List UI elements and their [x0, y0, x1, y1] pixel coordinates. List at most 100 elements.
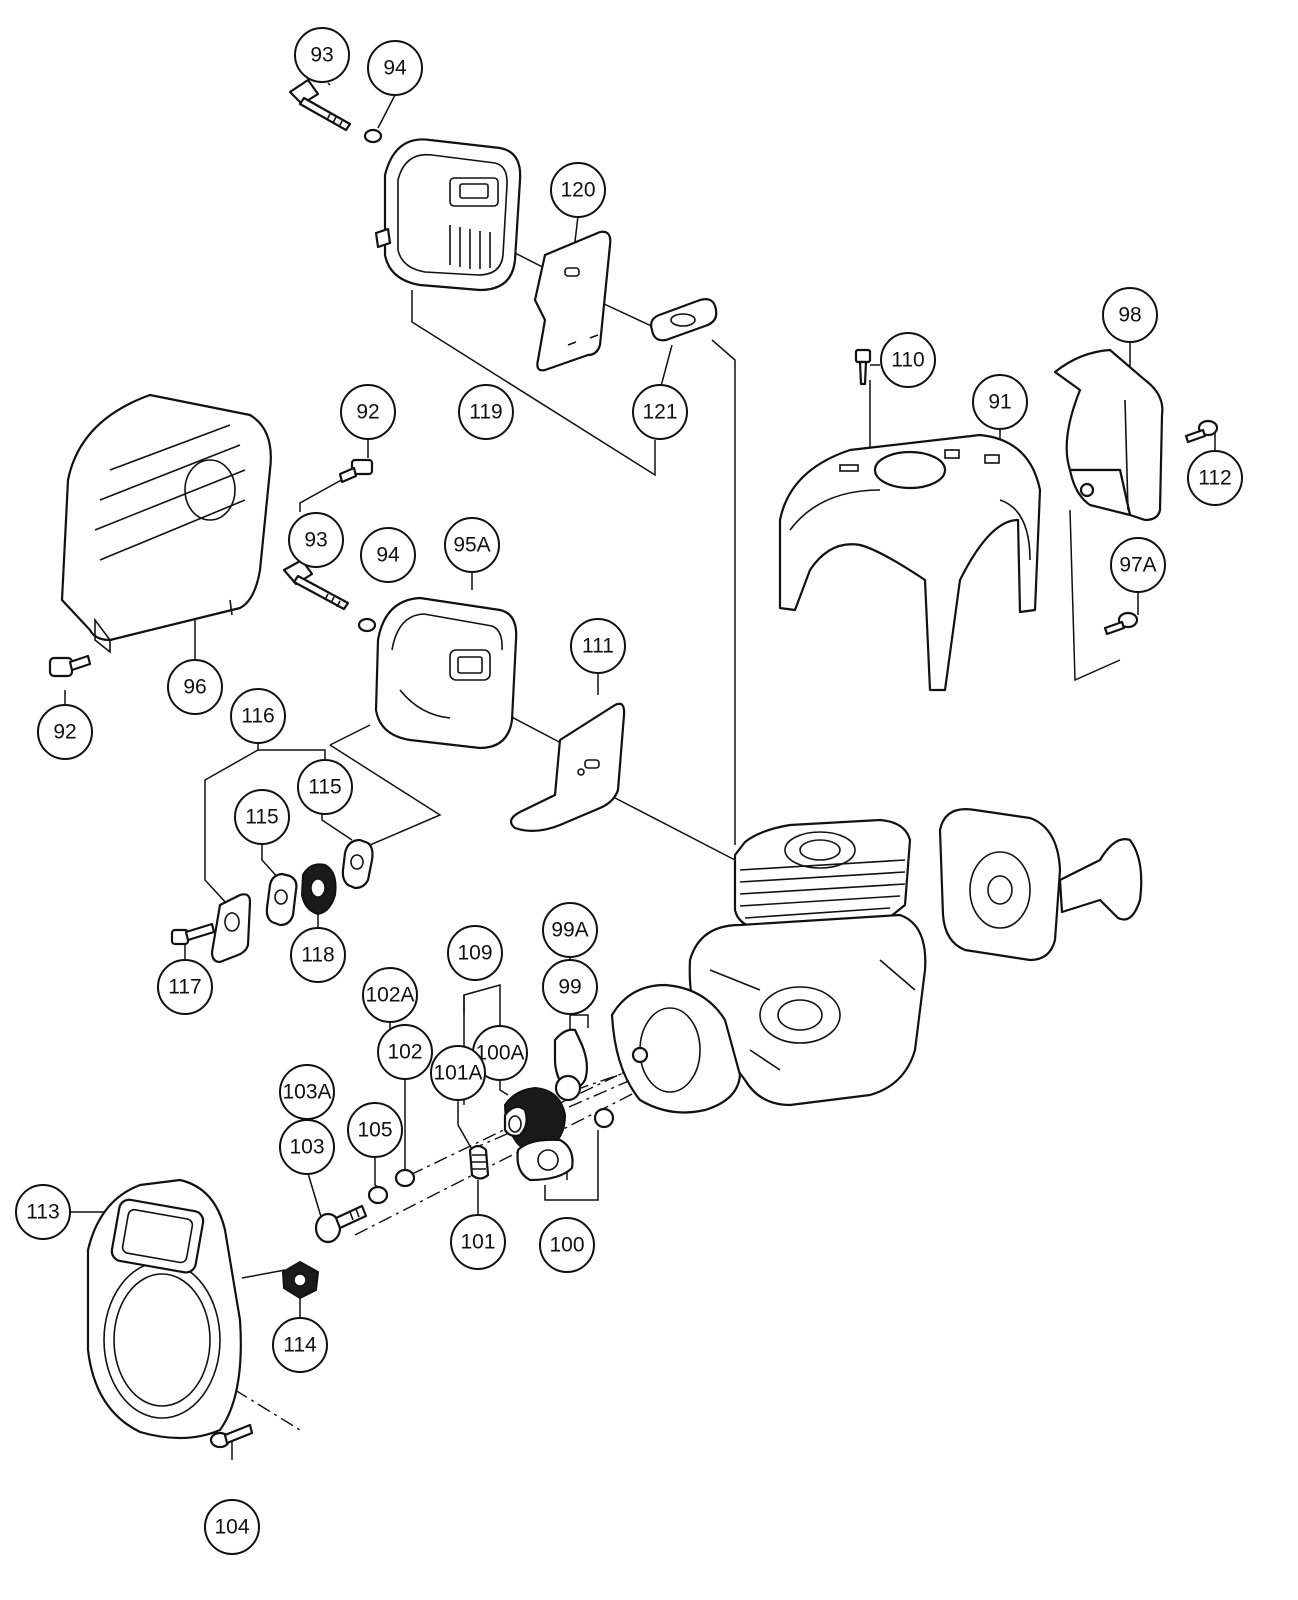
screw-117 — [170, 922, 216, 946]
washer-105 — [367, 1185, 389, 1205]
svg-text:99A: 99A — [551, 919, 588, 942]
callout-93-mid: 93 — [288, 512, 344, 568]
top-washer-94 — [363, 128, 383, 144]
clutch-shoe-100a — [503, 1086, 567, 1153]
svg-text:113: 113 — [26, 1201, 59, 1224]
callout-92-lower: 92 — [37, 704, 93, 760]
svg-text:101A: 101A — [433, 1062, 482, 1085]
callout-93-top: 93 — [294, 27, 350, 83]
svg-text:97A: 97A — [1119, 554, 1156, 577]
callout-115-right: 115 — [297, 759, 353, 815]
callout-117: 117 — [157, 959, 213, 1015]
svg-text:119: 119 — [469, 401, 502, 424]
callout-104: 104 — [204, 1499, 260, 1555]
svg-text:100: 100 — [549, 1234, 584, 1257]
svg-text:117: 117 — [168, 976, 201, 999]
callout-119: 119 — [458, 384, 514, 440]
svg-text:93: 93 — [304, 529, 327, 552]
callout-101a: 101A — [430, 1045, 486, 1101]
callout-102: 102 — [377, 1024, 433, 1080]
top-heat-shield-120 — [533, 230, 612, 372]
screw-97a — [1103, 611, 1139, 636]
screw-92-upper — [338, 458, 374, 484]
svg-text:95A: 95A — [453, 534, 490, 557]
top-cover-91 — [778, 433, 1042, 692]
starter-cover-113 — [86, 1178, 242, 1440]
callout-94-mid: 94 — [360, 527, 416, 583]
svg-text:94: 94 — [376, 544, 400, 567]
svg-text:115: 115 — [308, 776, 341, 799]
callout-95a: 95A — [444, 517, 500, 573]
callout-101: 101 — [450, 1214, 506, 1270]
svg-text:94: 94 — [383, 57, 407, 80]
top-bolt-93 — [288, 78, 352, 132]
callout-113: 113 — [15, 1184, 71, 1240]
top-gasket-121 — [650, 298, 718, 342]
svg-text:120: 120 — [560, 179, 595, 202]
svg-text:105: 105 — [357, 1119, 392, 1142]
callout-105: 105 — [347, 1102, 403, 1158]
svg-text:98: 98 — [1118, 304, 1141, 327]
svg-text:91: 91 — [988, 391, 1011, 414]
mid-muffler-95a — [374, 596, 518, 750]
svg-text:114: 114 — [283, 1334, 317, 1357]
callout-94-top: 94 — [367, 40, 423, 96]
callout-114: 114 — [272, 1317, 328, 1373]
recoil-starter — [938, 808, 1143, 962]
washer-100 — [593, 1107, 615, 1129]
callout-91: 91 — [972, 374, 1028, 430]
callout-99: 99 — [542, 959, 598, 1015]
engine-cylinder — [733, 818, 912, 932]
diaphragm-118 — [300, 863, 337, 916]
callout-97a: 97A — [1110, 537, 1166, 593]
svg-text:101: 101 — [460, 1231, 495, 1254]
mid-bolt-93 — [282, 558, 350, 611]
gasket-115-left — [265, 872, 298, 927]
svg-text:103: 103 — [289, 1136, 324, 1159]
svg-text:102: 102 — [387, 1041, 422, 1064]
svg-text:118: 118 — [301, 944, 334, 967]
screw-112 — [1184, 419, 1219, 444]
washer-99a — [554, 1074, 582, 1102]
callout-99a: 99A — [542, 902, 598, 958]
svg-text:112: 112 — [1198, 467, 1231, 490]
callout-103a: 103A — [279, 1064, 335, 1120]
callout-103: 103 — [279, 1119, 335, 1175]
callout-118: 118 — [290, 927, 346, 983]
callout-92-upper: 92 — [340, 384, 396, 440]
callout-110: 110 — [880, 332, 936, 388]
callout-109: 109 — [447, 925, 503, 981]
insulator-116 — [210, 893, 252, 964]
svg-text:121: 121 — [642, 401, 677, 424]
callout-120: 120 — [550, 162, 606, 218]
svg-text:103A: 103A — [282, 1081, 331, 1104]
heat-shield-111 — [509, 702, 626, 832]
callout-115-left: 115 — [234, 789, 290, 845]
callout-96: 96 — [167, 659, 223, 715]
screw-92-lower — [48, 654, 92, 678]
svg-text:109: 109 — [457, 942, 492, 965]
clutch-spring-101 — [468, 1144, 490, 1180]
leader-lines — [64, 82, 1216, 1460]
air-cover-98 — [1053, 348, 1164, 522]
callout-111: 111 — [570, 618, 626, 674]
svg-text:92: 92 — [53, 721, 76, 744]
svg-text:102A: 102A — [365, 984, 414, 1007]
callout-100: 100 — [539, 1217, 595, 1273]
callout-116: 116 — [230, 688, 286, 744]
svg-text:96: 96 — [183, 676, 206, 699]
svg-text:110: 110 — [891, 349, 924, 372]
callout-98: 98 — [1102, 287, 1158, 343]
svg-text:115: 115 — [245, 806, 278, 829]
fan-cover-96 — [60, 393, 272, 654]
bolt-103 — [314, 1204, 368, 1244]
nut-114 — [281, 1260, 320, 1300]
screw-110 — [854, 348, 872, 386]
gasket-115-right — [341, 838, 374, 890]
screw-104 — [209, 1423, 254, 1449]
clutch-assembly — [516, 1138, 574, 1182]
svg-text:99: 99 — [558, 976, 581, 999]
washer-102 — [394, 1168, 416, 1188]
svg-text:100A: 100A — [475, 1042, 524, 1065]
